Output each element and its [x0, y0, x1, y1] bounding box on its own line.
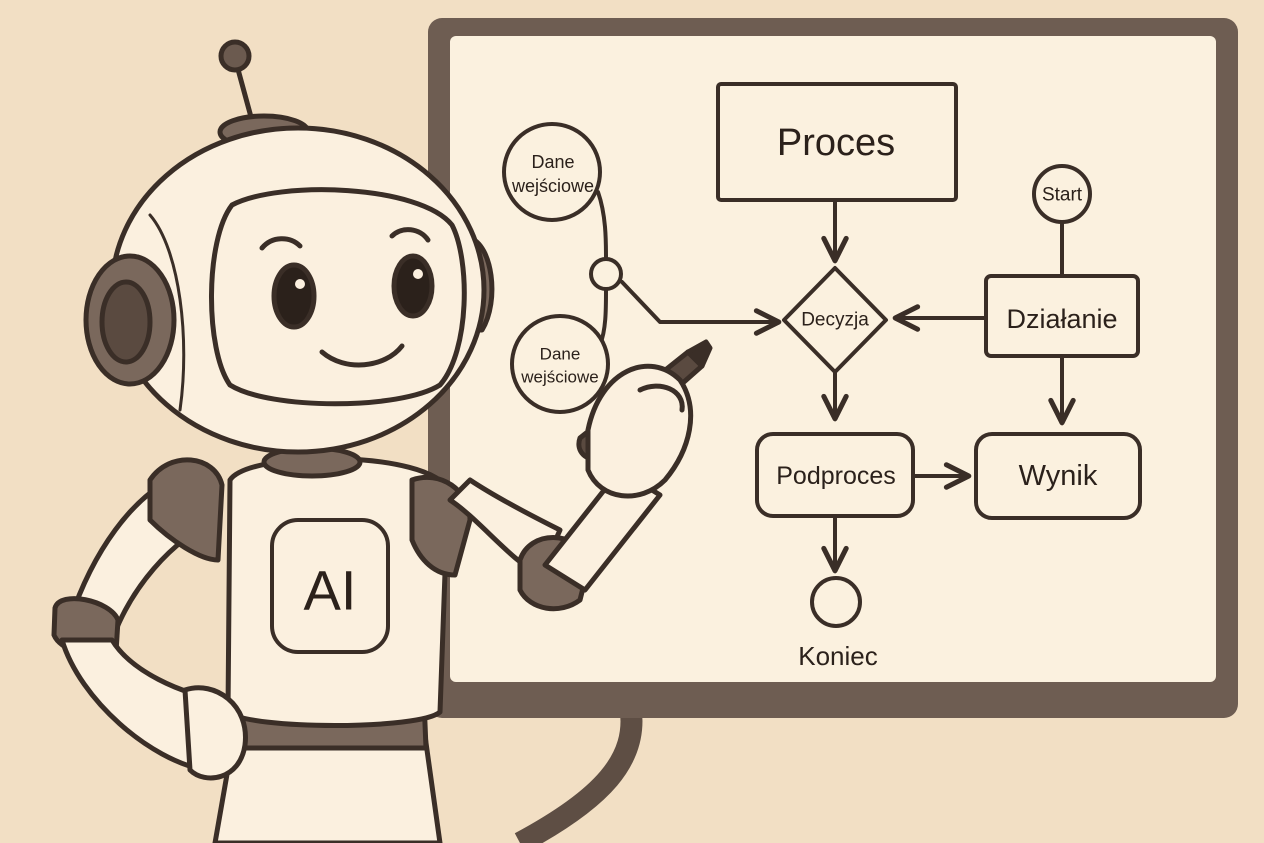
- robot-left-shoulder: [147, 457, 225, 563]
- label-action: Działanie: [1006, 304, 1117, 334]
- label-proces: Proces: [777, 122, 895, 164]
- chest-badge: [270, 518, 390, 654]
- node-decision: [782, 266, 888, 374]
- label-result: Wynik: [1019, 460, 1098, 492]
- marker-tip: [685, 339, 713, 369]
- node-input-bottom: [510, 314, 610, 414]
- robot-ear-left-inner: [99, 279, 153, 365]
- label-end: Koniec: [798, 641, 878, 671]
- robot-right-hand: [585, 363, 694, 499]
- chest-label: AI: [304, 559, 357, 622]
- node-action: [984, 274, 1140, 358]
- node-subprocess: [755, 432, 915, 518]
- robot-brow-left: [259, 236, 303, 251]
- node-start: [1032, 164, 1092, 224]
- robot-smile: [319, 343, 405, 368]
- node-result: [974, 432, 1142, 520]
- node-proces: [716, 82, 958, 202]
- antenna-tip: [218, 39, 252, 73]
- robot: [51, 39, 713, 843]
- node-junction: [589, 257, 623, 291]
- label-start: Start: [1042, 185, 1083, 206]
- robot-head-shade: [148, 213, 186, 412]
- robot-right-forearm: [542, 467, 663, 593]
- robot-brow-right: [389, 227, 431, 243]
- robot-eye-left-highlight: [295, 279, 305, 289]
- label-input-bottom-line2: wejściowe: [520, 368, 598, 387]
- robot-eye-right: [391, 253, 435, 319]
- label-input-bottom-line1: Dane: [540, 345, 581, 364]
- node-end: [810, 576, 862, 628]
- node-labels: Proces Start Dane wejściowe Dane wejścio…: [511, 122, 1118, 671]
- flowchart: [502, 82, 1142, 628]
- node-input-top: [502, 122, 602, 222]
- robot-eye-right-highlight: [413, 269, 423, 279]
- robot-eye-left: [271, 262, 317, 330]
- label-input-top-line1: Dane: [531, 152, 574, 172]
- label-subprocess: Podproces: [776, 462, 896, 490]
- robot-left-hand: [182, 685, 248, 781]
- board-cable: [514, 703, 643, 843]
- robot-right-finger: [637, 383, 685, 413]
- edge-junction-decision: [620, 280, 782, 336]
- label-input-top-line2: wejściowe: [511, 176, 594, 196]
- label-decision: Decyzja: [801, 310, 869, 331]
- edge-input-top-junction: [596, 190, 608, 260]
